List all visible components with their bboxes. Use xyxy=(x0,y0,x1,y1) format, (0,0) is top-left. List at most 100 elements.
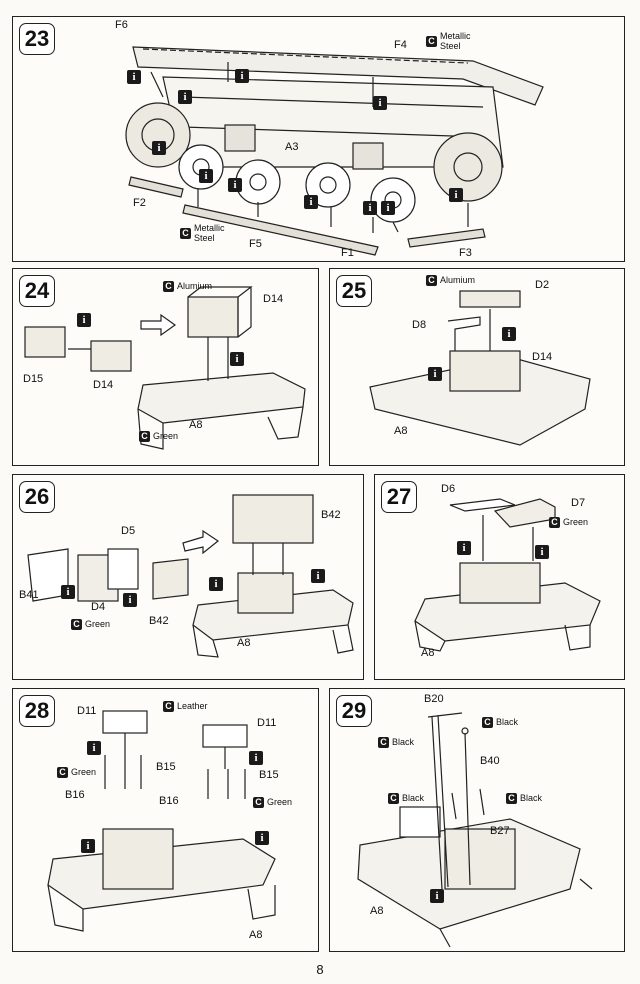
stowage-box-lids-drawing xyxy=(414,498,601,652)
label-d4: D4 xyxy=(91,601,106,613)
stowage-box-panels-drawing xyxy=(27,494,354,658)
page-number: 8 xyxy=(316,962,324,977)
color-code-icon: C xyxy=(139,431,150,443)
label-b42: B42 xyxy=(321,509,341,521)
color-code-icon: C xyxy=(506,793,517,805)
step-number: 23 xyxy=(19,23,55,55)
color-code-icon: C xyxy=(253,797,264,809)
label-a8: A8 xyxy=(249,929,263,941)
glue-icon: i xyxy=(363,201,377,215)
label-f5: F5 xyxy=(249,238,262,250)
step-number: 28 xyxy=(19,695,55,727)
label-a8: A8 xyxy=(237,637,251,649)
glue-icon: i xyxy=(61,585,75,599)
label-d11-b: D11 xyxy=(257,717,277,729)
label-f3: F3 xyxy=(459,247,472,259)
label-a8: A8 xyxy=(394,425,408,437)
label-d7: D7 xyxy=(571,497,586,509)
glue-icon: i xyxy=(373,96,387,110)
step-number: 26 xyxy=(19,481,55,513)
color-code-icon: C xyxy=(426,35,437,47)
color-code-icon: C xyxy=(57,767,68,779)
glue-icon: i xyxy=(428,367,442,381)
glue-icon: i xyxy=(77,313,91,327)
glue-icon: i xyxy=(230,352,244,366)
label-b41: B41 xyxy=(19,589,39,601)
label-d15: D15 xyxy=(23,373,44,385)
label-f1: F1 xyxy=(341,247,354,259)
glue-icon: i xyxy=(457,541,471,555)
color-code-icon: C xyxy=(163,701,174,713)
color-code-icon: C xyxy=(163,281,174,293)
glue-icon: i xyxy=(502,327,516,341)
label-d8: D8 xyxy=(412,319,427,331)
color-code-icon: C xyxy=(378,737,389,749)
label-b15-b: B15 xyxy=(259,769,279,781)
glue-icon: i xyxy=(430,889,444,903)
glue-icon: i xyxy=(249,751,263,765)
label-d2: D2 xyxy=(535,279,550,291)
label-d14-b: D14 xyxy=(93,379,114,391)
label-a8: A8 xyxy=(370,905,384,917)
glue-icon: i xyxy=(152,141,166,155)
stowage-box-drawing xyxy=(24,286,306,450)
color-code-icon: C xyxy=(482,717,493,729)
seat-cushions-drawing xyxy=(47,710,276,932)
glue-icon: i xyxy=(123,593,137,607)
label-d14: D14 xyxy=(532,351,553,363)
levers-drawing xyxy=(357,712,593,948)
step-number: 27 xyxy=(381,481,417,513)
glue-icon: i xyxy=(235,69,249,83)
label-d11: D11 xyxy=(77,705,97,717)
glue-icon: i xyxy=(81,839,95,853)
label-f2: F2 xyxy=(133,197,146,209)
label-a8: A8 xyxy=(421,647,435,659)
glue-icon: i xyxy=(228,178,242,192)
glue-icon: i xyxy=(209,577,223,591)
glue-icon: i xyxy=(87,741,101,755)
glue-icon: i xyxy=(381,201,395,215)
glue-icon: i xyxy=(535,545,549,559)
label-b42-b: B42 xyxy=(149,615,169,627)
label-a3: A3 xyxy=(285,141,299,153)
label-b16-b: B16 xyxy=(159,795,179,807)
glue-icon: i xyxy=(311,569,325,583)
step-number: 29 xyxy=(336,695,372,727)
glue-icon: i xyxy=(255,831,269,845)
label-b40: B40 xyxy=(480,755,500,767)
step-23-panel: 23 xyxy=(12,16,625,262)
step-number: 25 xyxy=(336,275,372,307)
glue-icon: i xyxy=(304,195,318,209)
label-f4: F4 xyxy=(394,39,407,51)
glue-icon: i xyxy=(449,188,463,202)
label-d6: D6 xyxy=(441,483,456,495)
label-a8: A8 xyxy=(189,419,203,431)
step-number: 24 xyxy=(19,275,55,307)
glue-icon: i xyxy=(178,90,192,104)
color-code-icon: C xyxy=(388,793,399,805)
color-code-icon: C xyxy=(426,275,437,287)
stowage-box-handle-drawing xyxy=(369,290,591,446)
color-code-icon: C xyxy=(549,517,560,529)
label-d14: D14 xyxy=(263,293,284,305)
track-assembly-drawing xyxy=(125,46,544,256)
label-d5: D5 xyxy=(121,525,136,537)
label-b16: B16 xyxy=(65,789,85,801)
glue-icon: i xyxy=(127,70,141,84)
